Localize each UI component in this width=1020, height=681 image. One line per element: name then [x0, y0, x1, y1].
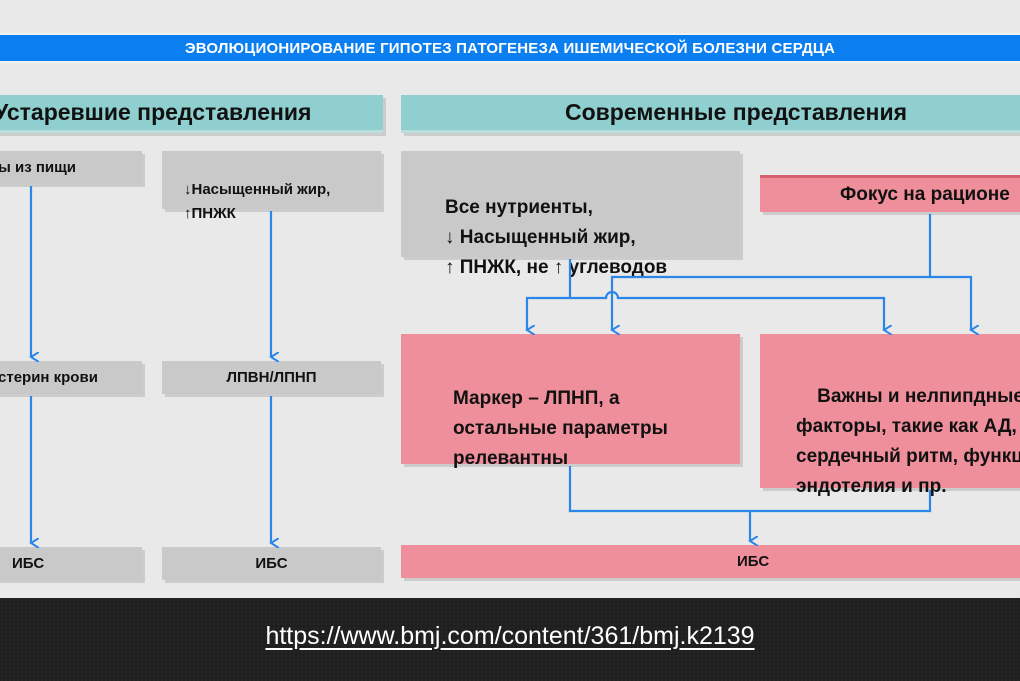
arrow-nutrients-split: [527, 259, 572, 330]
diet-focus-box: Фокус на рационе: [760, 175, 1020, 212]
arrow-nutrients-right: [570, 290, 884, 330]
connector-arrows: [0, 186, 1020, 598]
old-col1-top-box: ы из пищи: [0, 151, 142, 184]
old-col2-middle-box: ЛПВН/ЛПНП: [162, 361, 381, 394]
diagram-title: ЭВОЛЮЦИОНИРОВАНИЕ ГИПОТЕЗ ПАТОГЕНЕЗА ИШЕ…: [184, 39, 836, 57]
source-link[interactable]: https://www.bmj.com/content/361/bmj.k213…: [265, 622, 755, 650]
nutrients-box: Все нутриенты, ↓ Насыщенный жир, ↑ ПНЖК,…: [401, 151, 740, 278]
arrow-merge-left: [568, 466, 932, 513]
arrow-diet-split: [612, 214, 932, 330]
footer: [0, 598, 1020, 681]
modern-section-header: Современные представления: [401, 95, 1020, 133]
arrow-diet-right: [930, 275, 971, 330]
marker-box: Маркер – ЛПНП, а остальные параметры рел…: [401, 334, 740, 469]
factors-box: Важны и нелпипдные факторы, такие как АД…: [760, 334, 1020, 497]
old-section-header: Устаревшие представления: [0, 95, 383, 133]
slide: ЭВОЛЮЦИОНИРОВАНИЕ ГИПОТЕЗ ПАТОГЕНЕЗА ИШЕ…: [0, 0, 1020, 598]
old-col1-outcome-box: ИБС: [0, 547, 142, 580]
old-col1-middle-box: стерин крови: [0, 361, 142, 394]
old-col2-outcome-box: ИБС: [162, 547, 381, 580]
old-col2-top-box: ↓Насыщенный жир, ↑ПНЖК: [162, 151, 381, 222]
modern-outcome-box: ИБС: [401, 545, 1020, 578]
title-banner: ЭВОЛЮЦИОНИРОВАНИЕ ГИПОТЕЗ ПАТОГЕНЕЗА ИШЕ…: [0, 33, 1020, 63]
